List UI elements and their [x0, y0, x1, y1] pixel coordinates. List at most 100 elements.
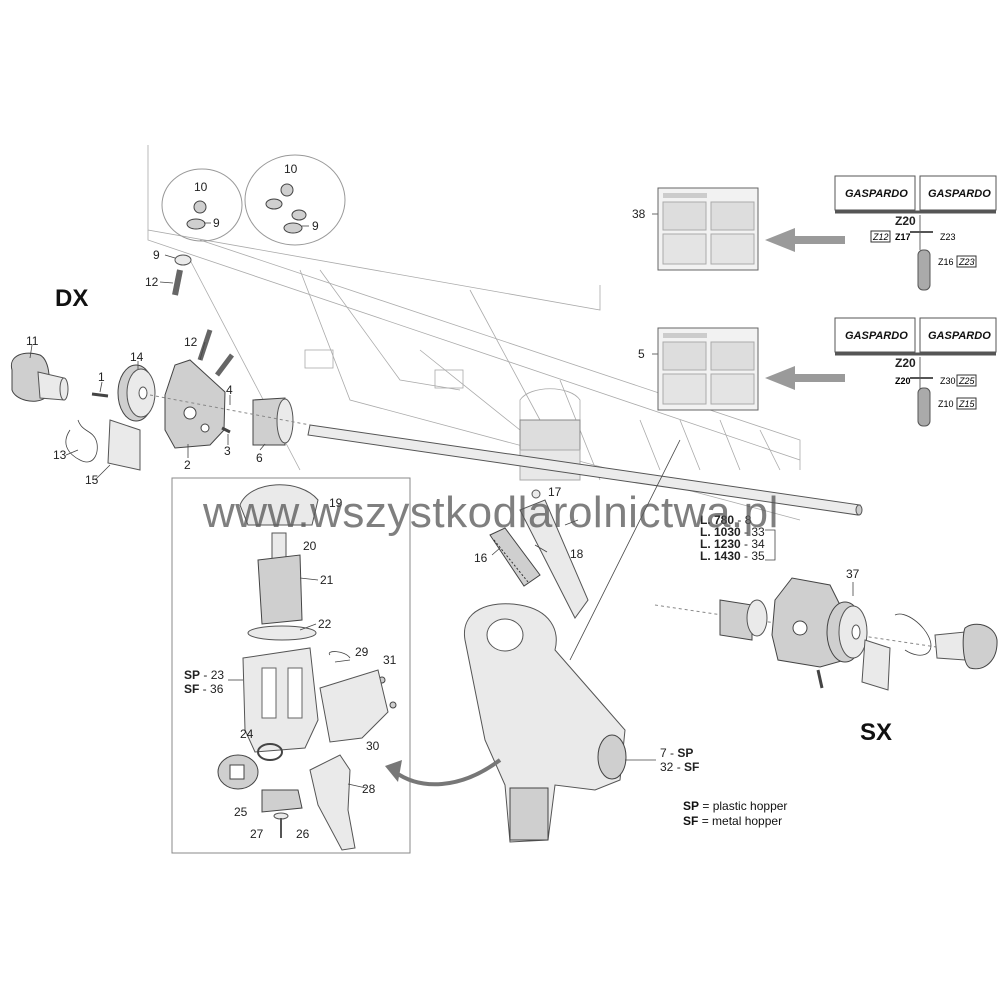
brand-plate-right	[919, 175, 997, 211]
hopper-variant-code: SP - 23	[184, 668, 224, 682]
part-label-30: 30	[366, 739, 380, 753]
part-label-31: 31	[383, 653, 397, 667]
legend-sf: SF = metal hopper	[683, 814, 782, 828]
distributor-7-icon	[464, 603, 627, 843]
gear-14-icon	[117, 364, 156, 422]
part-label-2: 2	[184, 458, 191, 472]
bolt-12c-icon	[172, 269, 183, 296]
brand-name: GASPARDO	[928, 330, 991, 342]
drive-variant-row: 32 - SF	[660, 760, 699, 774]
knob-11-icon	[10, 352, 69, 402]
part-label-12b: 12	[145, 275, 159, 289]
brand-plate-left	[834, 317, 916, 353]
chain-icon	[917, 249, 931, 291]
hopper-variant-code: SF - 36	[184, 682, 224, 696]
part-label-16: 16	[474, 551, 488, 565]
brush-16-icon	[489, 527, 541, 587]
part-label-25: 25	[234, 805, 248, 819]
gear-label: Z23	[940, 232, 956, 242]
gear-6-icon	[252, 397, 294, 446]
brand-plate-left	[834, 175, 916, 211]
part-label-4: 4	[226, 383, 233, 397]
shaft-length-list: L. 780 - 8 L. 1030 - 33 L. 1230 - 34 L. …	[700, 513, 765, 563]
distributor-inset	[171, 477, 411, 854]
part-label-12a: 12	[184, 335, 198, 349]
spring-clip-13-icon	[65, 419, 98, 463]
side-label-dx: DX	[55, 285, 88, 312]
plate-18-icon	[519, 499, 589, 619]
part-label-11: 11	[26, 334, 39, 348]
gear-boxed-label: Z15	[958, 399, 976, 409]
brand-name: GASPARDO	[928, 188, 991, 200]
part-label-1: 1	[98, 370, 105, 384]
part-label-10a: 10	[194, 180, 208, 194]
washer-9-icon	[174, 254, 192, 266]
sx-bracket-icon	[861, 639, 891, 691]
sx-pin-icon	[816, 669, 824, 689]
drive-shaft	[307, 424, 863, 516]
part-label-9c: 9	[312, 219, 319, 233]
brand-plate-right	[919, 317, 997, 353]
gear-panel-1	[657, 175, 997, 291]
sx-collar-icon	[746, 599, 768, 637]
screw-17-icon	[531, 489, 541, 499]
bracket-15-icon	[107, 419, 141, 471]
brand-name: GASPARDO	[845, 330, 908, 342]
drive-variant-row: 7 - SP	[660, 746, 693, 760]
arrow-left-icon	[765, 366, 845, 390]
part-label-28: 28	[362, 782, 376, 796]
cap-19-icon	[239, 484, 319, 526]
cover-30-icon	[319, 669, 389, 743]
part-label-9b: 9	[213, 216, 220, 230]
o-ring-24-icon	[257, 743, 283, 761]
gear-boxed-label: Z25	[958, 376, 976, 386]
bevel-gears-25-icon	[217, 754, 303, 813]
length-row: L. 1430 - 35	[700, 549, 765, 563]
gear-shaft-label: Z20	[895, 214, 916, 228]
clip-29-icon	[328, 651, 351, 663]
screw-31b-icon	[389, 701, 397, 709]
part-label-9a: 9	[153, 248, 160, 262]
length-row: L. 1230 - 34	[700, 537, 765, 551]
gear-boxed-label: Z23	[958, 257, 975, 267]
watermark-text: www.wszystkodlarolnictwa.pl	[202, 488, 779, 537]
arrow-left-icon	[765, 228, 845, 252]
detail-bubble-right	[244, 154, 346, 246]
drive-variant-list: 7 - SP 32 - SF	[660, 746, 699, 774]
gear-panel-2	[657, 317, 997, 427]
sx-gear-icon	[719, 599, 753, 641]
side-label-sx: SX	[860, 719, 892, 746]
part-label-5: 5	[638, 347, 645, 361]
part-label-37: 37	[846, 567, 860, 581]
part-label-22: 22	[318, 617, 332, 631]
rotor-21-icon	[257, 554, 303, 625]
gear-label: Z20	[895, 376, 911, 386]
gear-label: Z17	[895, 232, 911, 242]
gear-shaft-label: Z20	[895, 356, 916, 370]
legend: SP = plastic hopper SF = metal hopper	[683, 799, 787, 828]
detail-bubble-left	[161, 168, 243, 242]
part-label-21: 21	[320, 573, 334, 587]
pin-1-icon	[91, 392, 109, 398]
part-label-38: 38	[632, 207, 646, 221]
seed-hopper-frame	[147, 145, 801, 521]
part-label-15: 15	[85, 473, 99, 487]
sx-assembly	[654, 577, 998, 691]
chain-icon	[917, 387, 931, 427]
part-label-13: 13	[53, 448, 67, 462]
part-label-3: 3	[224, 444, 231, 458]
screw-3-icon	[221, 426, 231, 434]
part-label-10b: 10	[284, 162, 298, 176]
gear-37-icon	[826, 601, 868, 663]
length-row: L. 1030 - 33	[700, 525, 765, 539]
part-label-17: 17	[548, 485, 562, 499]
sx-spring-clip-icon	[894, 613, 932, 656]
gear-label: Z30	[940, 376, 956, 386]
part-label-19: 19	[329, 496, 343, 510]
part-label-26: 26	[296, 827, 310, 841]
part-label-24: 24	[240, 727, 254, 741]
gear-label: Z16	[938, 257, 954, 267]
part-label-14: 14	[130, 350, 144, 364]
brand-name: GASPARDO	[845, 188, 908, 200]
